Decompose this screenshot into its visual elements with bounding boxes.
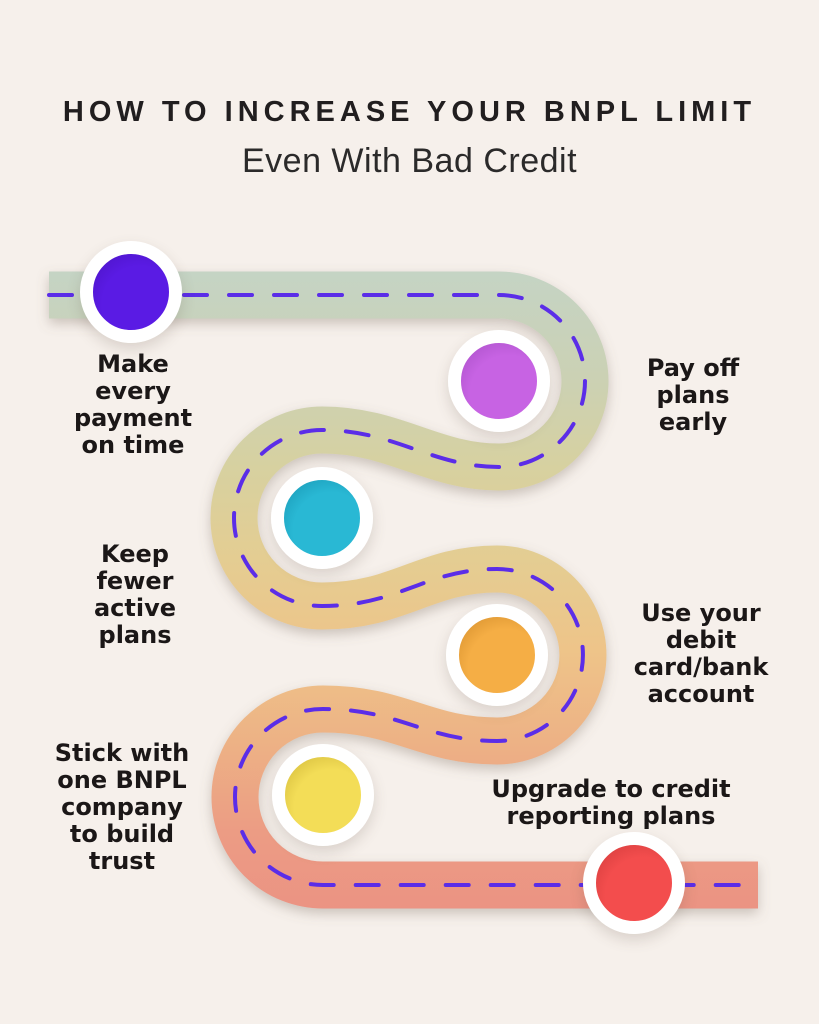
road-dash-line xyxy=(47,293,760,887)
step-label-line: Make xyxy=(97,350,169,378)
step-label-line: Use your xyxy=(641,599,761,627)
step-label-line: to build xyxy=(69,820,175,848)
step-label-line: reporting plans xyxy=(506,802,716,830)
step-label-4: Use your debit card/bank account xyxy=(634,600,769,708)
milestone-dot-1 xyxy=(80,241,182,343)
step-label-line: company xyxy=(61,793,183,821)
step-label-line: Keep xyxy=(101,540,169,568)
step-label-line: every xyxy=(95,377,171,405)
milestone-dot-2 xyxy=(448,330,550,432)
milestone-dot-5 xyxy=(272,744,374,846)
milestone-dot-6 xyxy=(583,832,685,934)
step-label-line: fewer xyxy=(96,567,174,595)
milestone-dot-4 xyxy=(446,604,548,706)
header: HOW TO INCREASE YOUR BNPL LIMIT Even Wit… xyxy=(0,0,819,181)
milestone-dot-3 xyxy=(271,467,373,569)
step-label-2: Pay off plans early xyxy=(647,355,739,436)
step-label-3: Keep fewer active plans xyxy=(94,541,176,649)
step-label-5: Stick with one BNPL company to build tru… xyxy=(55,740,189,875)
step-label-line: trust xyxy=(88,847,156,875)
page-subtitle: Even With Bad Credit xyxy=(241,142,578,180)
step-label-line: plans xyxy=(98,621,172,649)
step-label-1: Make every payment on time xyxy=(74,351,192,459)
step-label-line: card/bank xyxy=(633,653,769,681)
step-label-line: plans xyxy=(656,381,730,409)
step-label-6: Upgrade to credit reporting plans xyxy=(491,776,730,830)
step-label-line: on time xyxy=(81,431,185,459)
step-label-line: Upgrade to credit xyxy=(491,775,731,803)
step-label-line: Stick with xyxy=(54,739,190,767)
step-label-line: early xyxy=(658,408,728,436)
step-label-line: debit xyxy=(665,626,737,654)
step-label-line: account xyxy=(647,680,755,708)
step-label-line: payment xyxy=(73,404,193,432)
step-label-line: one BNPL xyxy=(57,766,187,794)
step-label-line: Pay off xyxy=(646,354,740,382)
step-label-line: active xyxy=(93,594,177,622)
page-title: HOW TO INCREASE YOUR BNPL LIMIT xyxy=(62,96,757,128)
